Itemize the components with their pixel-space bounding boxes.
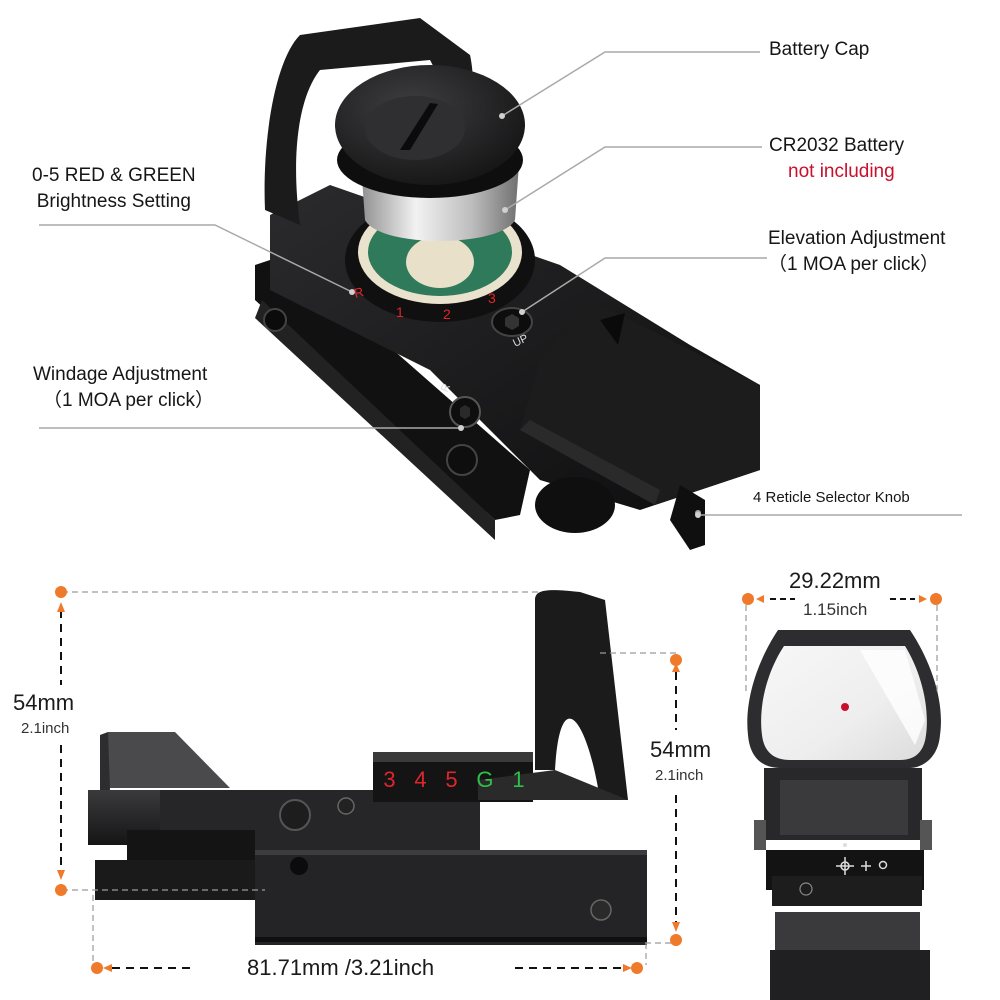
dial-side-1: 1 [512,767,525,792]
dial-mark-1: 1 [396,304,404,320]
battery-label: CR2032 Battery [769,135,905,156]
height-right-mm: 54mm [650,737,712,762]
battery-note: not including [788,161,895,182]
height-left-mm: 54mm [13,690,75,715]
front-view-sight [747,630,941,1000]
side-view-sight [88,590,647,945]
elevation-detail: （1 MOA per click） [768,254,940,275]
top-view-sight [255,18,760,550]
reticle-icons [836,857,888,875]
callout-windage: Windage Adjustment （1 MOA per click） [33,362,214,414]
windage-detail: （1 MOA per click） [43,390,215,411]
callout-battery-cap: Battery Cap [769,37,869,63]
callout-brightness: 0-5 RED & GREEN Brightness Setting [32,163,196,215]
dial-side-4: 4 [414,767,427,792]
windage-label: Windage Adjustment [33,364,208,385]
battery-cap-label: Battery Cap [769,39,870,60]
dial-side-g: G [476,767,494,792]
dial-mark-2: 2 [443,306,451,322]
width-mm: 29.22mm [789,568,881,593]
width-inch: 1.15inch [803,600,868,619]
height-left-inch: 2.1inch [21,720,70,737]
callout-elevation: Elevation Adjustment （1 MOA per click） [768,226,945,278]
dimension-lines [55,586,942,974]
dial-side-3: 3 [383,767,396,792]
length-dimension: 81.71mm /3.21inch [247,955,435,980]
callout-dots [349,113,701,518]
callout-battery: CR2032 Battery not including [769,133,904,185]
side-dial-numbers: 3 4 5 G 1 [374,767,534,793]
callout-reticle: 4 Reticle Selector Knob [753,485,910,511]
dial-mark-3: 3 [488,290,496,306]
elevation-label: Elevation Adjustment [768,228,946,249]
brightness-line2: Brightness Setting [36,191,191,212]
brightness-line1: 0-5 RED & GREEN [32,165,196,186]
height-right-inch: 2.1inch [655,767,704,784]
callout-lines [39,51,962,516]
reticle-label: 4 Reticle Selector Knob [753,489,910,506]
dial-side-5: 5 [445,767,458,792]
